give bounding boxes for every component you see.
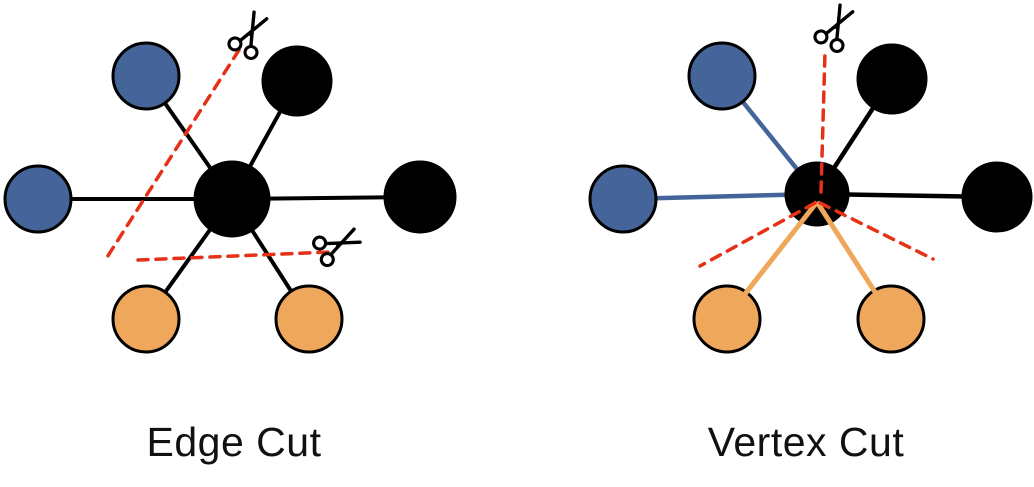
graph-node-blue-top-left xyxy=(111,41,181,111)
graph-node-black-right xyxy=(383,160,457,234)
edge-cut-panel: Edge Cut xyxy=(3,10,457,465)
graph-node-black-right xyxy=(961,161,1033,233)
cut-line xyxy=(136,250,332,262)
graph-node-blue-left xyxy=(3,164,73,234)
scissors-icon xyxy=(227,10,269,61)
graph-node-orange-bottom-left xyxy=(692,284,762,354)
graph-node-black-top-right xyxy=(261,45,333,117)
graph-node-orange-bottom-right xyxy=(274,284,344,354)
graph-node-blue-left xyxy=(588,164,658,234)
edge-cut-label: Edge Cut xyxy=(147,419,322,465)
graph-node-blue-top-left xyxy=(687,41,757,111)
cut-line xyxy=(819,50,827,194)
cut-line xyxy=(102,48,241,264)
cut-line xyxy=(698,201,817,268)
vertex-cut-label: Vertex Cut xyxy=(708,419,905,465)
cut-line xyxy=(818,201,935,261)
vertex-cut-panel: Vertex Cut xyxy=(588,3,1033,465)
graph-node-black-top-right xyxy=(856,43,928,115)
graph-node-orange-bottom-right xyxy=(856,284,926,354)
scissors-icon xyxy=(312,227,362,268)
graph-node-orange-bottom-left xyxy=(111,284,181,354)
center-node xyxy=(784,161,850,227)
scissors-icon xyxy=(813,3,855,54)
graph-edge xyxy=(743,200,819,296)
graph-edge xyxy=(814,200,878,294)
center-node xyxy=(193,160,271,238)
